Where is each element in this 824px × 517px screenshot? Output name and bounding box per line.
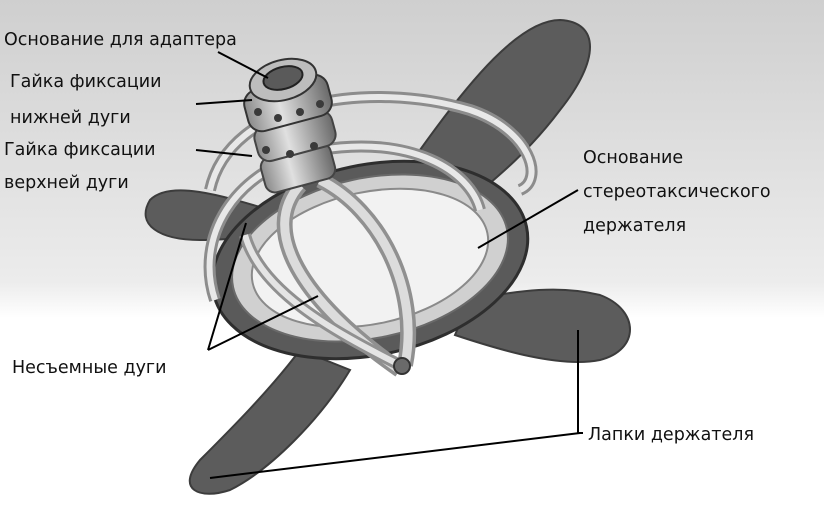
label-holder-base-2: стереотаксического (583, 180, 771, 204)
label-fixed-arcs: Несъемные дуги (12, 356, 167, 380)
label-holder-base-1: Основание (583, 146, 683, 170)
label-adapter-base: Основание для адаптера (4, 28, 237, 52)
label-lower-arc-nut-2: нижней дуги (10, 106, 131, 130)
label-upper-arc-nut-1: Гайка фиксации (4, 138, 156, 162)
arc-bottom-knob (394, 358, 410, 374)
label-lower-arc-nut-1: Гайка фиксации (10, 70, 162, 94)
label-holder-base-3: держателя (583, 214, 686, 238)
label-holder-legs: Лапки держателя (588, 423, 754, 447)
label-upper-arc-nut-2: верхней дуги (4, 171, 129, 195)
